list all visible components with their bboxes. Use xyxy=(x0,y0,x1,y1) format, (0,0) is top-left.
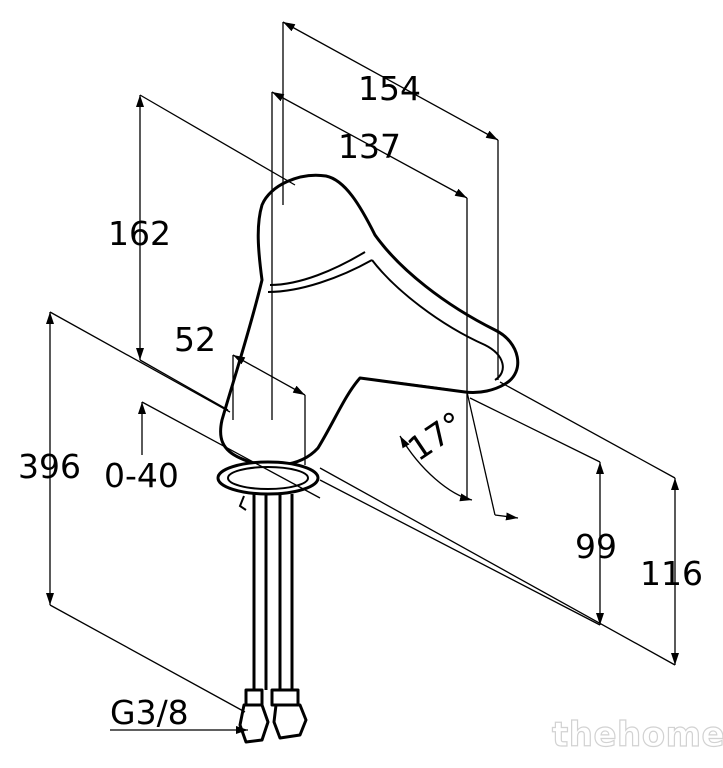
dim-99: 99 xyxy=(575,527,617,566)
dim-154: 154 xyxy=(358,69,421,108)
dim-162: 162 xyxy=(108,214,171,253)
dim-116: 116 xyxy=(640,554,703,593)
faucet-body xyxy=(216,173,520,496)
dim-0-40: 0-40 xyxy=(104,456,179,495)
dimension-labels: 154 137 162 52 396 0-40 17° 99 116 G3/8 xyxy=(18,69,703,732)
connection-hoses xyxy=(238,494,308,744)
dim-g3-8: G3/8 xyxy=(110,693,189,732)
dim-396: 396 xyxy=(18,447,81,486)
dim-17-degrees: 17° xyxy=(401,404,471,469)
dim-52: 52 xyxy=(174,320,216,359)
dimension-lines xyxy=(46,21,679,734)
dim-137: 137 xyxy=(338,127,401,166)
watermark-logo: thehome xyxy=(552,715,723,755)
